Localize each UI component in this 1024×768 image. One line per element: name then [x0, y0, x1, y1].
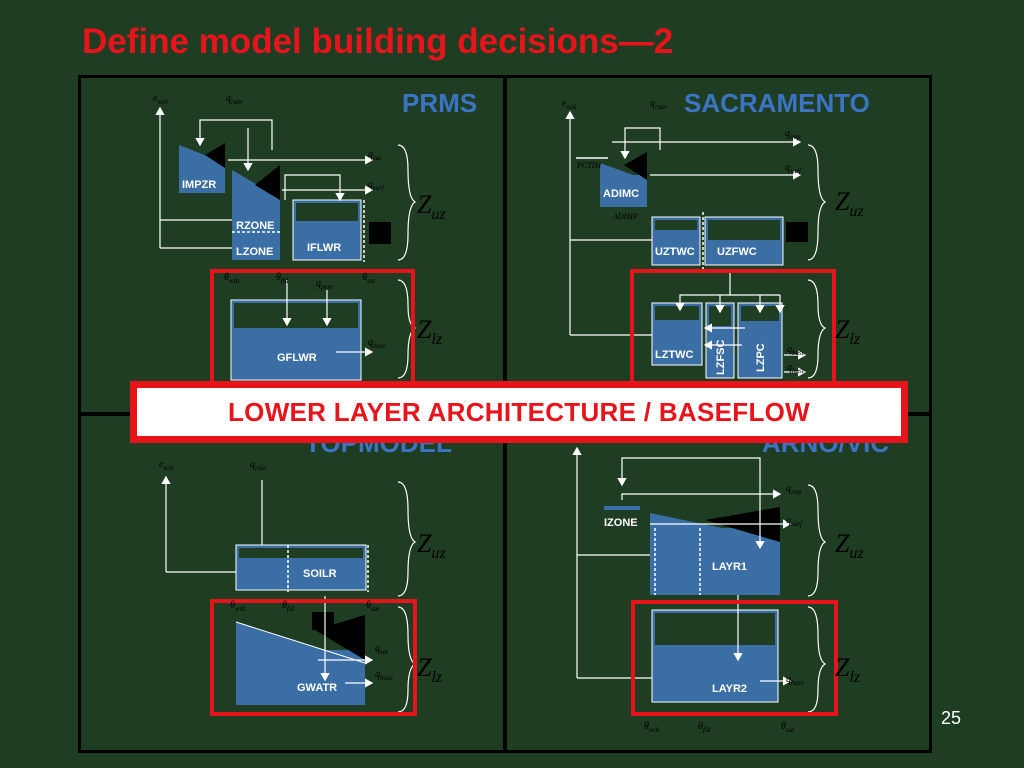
arno-q-surf: qsurf [786, 515, 803, 528]
izone-label: IZONE [604, 517, 638, 529]
banner-text: LOWER LAYER ARCHITECTURE / BASEFLOW [227, 396, 811, 427]
adimc-label: ADIMC [603, 188, 639, 200]
rzone-label: RZONE [236, 220, 275, 232]
lzpc-label: LZPC [755, 343, 767, 372]
gflwr-label: GFLWR [277, 352, 317, 364]
arno-theta-sat: θsat [781, 721, 795, 734]
layr2-label: LAYR2 [712, 683, 747, 695]
arno-theta-wilt: θwilt [644, 721, 660, 734]
prms-diagram [155, 106, 417, 388]
sac-z-lz: Zlz [835, 315, 861, 348]
top-e-soil: esoil [159, 459, 174, 472]
topmodel-diagram [161, 475, 417, 716]
slide-title: Define model building decisions—2 [82, 22, 674, 61]
prms-theta-fld: θfld [276, 272, 289, 285]
top-z-uz: Zuz [417, 529, 446, 562]
sac-q-imp: qimp [785, 128, 801, 141]
top-q-base: qbase [375, 669, 393, 682]
sac-q-base-2: qbase [787, 362, 805, 375]
lower-layer-banner: LOWER LAYER ARCHITECTURE / BASEFLOW [130, 381, 908, 443]
prms-q-surf: qsurf [368, 179, 385, 192]
sac-q-surf: qsurf [785, 162, 802, 175]
arno-q-imp: qimp [786, 483, 802, 496]
prms-q-sat: qsat [368, 149, 382, 162]
arno-z-lz: Zlz [835, 653, 861, 686]
sac-q-base: qbase [787, 344, 805, 357]
prms-q-rain: qrain [226, 93, 243, 106]
top-z-lz: Zlz [417, 653, 443, 686]
top-theta-wilt: θwilt [230, 600, 246, 613]
uztwc-label: UZTWC [655, 246, 695, 258]
arno-z-uz: Zuz [835, 529, 864, 562]
lzfsc-label: LZFSC [715, 340, 727, 375]
model-title-prms: PRMS [402, 88, 478, 118]
prms-e-soil: esoil [153, 93, 168, 106]
uzfwc-label: UZFWC [717, 246, 757, 258]
layr1-label: LAYR1 [712, 561, 747, 573]
pctim-label: PCTIM [576, 161, 602, 170]
prms-q-base: qbase [368, 337, 386, 350]
sac-e-soil: esoil [562, 98, 577, 111]
top-q-sat: qsat [375, 643, 389, 656]
prms-theta-wilt: θwilt [224, 272, 240, 285]
prms-theta-sat: θsat [362, 272, 376, 285]
banner-inner: LOWER LAYER ARCHITECTURE / BASEFLOW [137, 388, 901, 436]
sacramento-diagram [565, 110, 836, 388]
model-title-sacramento: SACRAMENTO [684, 88, 870, 118]
soilr-label: SOILR [303, 568, 337, 580]
arno-q-base: qbase [786, 674, 804, 687]
prms-z-lz: Zlz [417, 315, 443, 348]
lzone-label: LZONE [236, 246, 273, 258]
arno-theta-fld: θfld [698, 721, 711, 734]
lztwc-label: LZTWC [655, 349, 694, 361]
top-q-rain: qrain [250, 459, 267, 472]
prms-q-perc: qperc [316, 278, 334, 291]
iflwr-label: IFLWR [307, 242, 341, 254]
gwatr-label: GWATR [297, 682, 337, 694]
top-theta-sat: θsat [366, 600, 380, 613]
adimp-label: ADIMP [612, 212, 638, 221]
impzr-label: IMPZR [182, 179, 216, 191]
arno-diagram [572, 446, 838, 716]
sac-z-uz: Zuz [835, 187, 864, 220]
prms-z-uz: Zuz [417, 190, 446, 223]
sac-q-rain: qrain [650, 98, 667, 111]
top-theta-fld: θfld [282, 600, 295, 613]
page-number: 25 [941, 708, 962, 728]
